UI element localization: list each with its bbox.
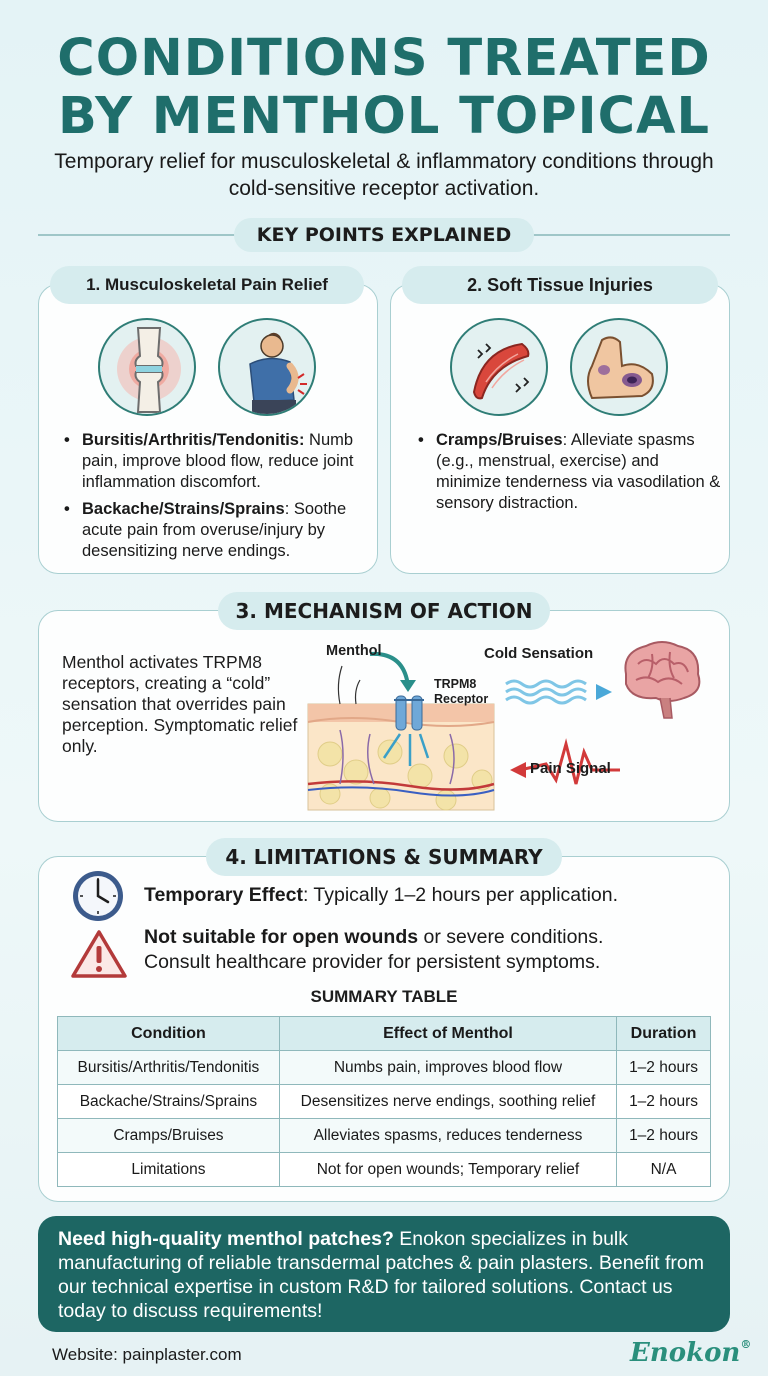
cta-lead: Need high-quality menthol patches? <box>58 1228 394 1250</box>
section-soft-tissue-title: 2. Soft Tissue Injuries <box>402 266 718 304</box>
column-header-duration: Duration <box>616 1016 711 1051</box>
mechanism-description: Menthol activates TRPM8 receptors, creat… <box>62 652 298 756</box>
registered-mark: ® <box>740 1338 752 1351</box>
table-cell: Not for open wounds; Temporary relief <box>278 1152 618 1187</box>
cta-banner: Need high-quality menthol patches? Enoko… <box>38 1216 730 1332</box>
table-cell: Bursitis/Arthritis/Tendonitis <box>57 1050 280 1085</box>
title-line-2: BY MENTHOL TOPICAL <box>57 87 710 146</box>
column-header-condition: Condition <box>57 1016 280 1051</box>
column-header-effect: Effect of Menthol <box>278 1016 618 1051</box>
page-subtitle: Temporary relief for musculoskeletal & i… <box>54 150 714 200</box>
table-header-row: Condition Effect of Menthol Duration <box>57 1016 711 1051</box>
section-soft-tissue-bullets: Cramps/Bruises: Alleviate spasms (e.g., … <box>418 430 723 520</box>
table-row: Cramps/Bruises Alleviates spasms, reduce… <box>57 1118 711 1153</box>
label-cold-sensation: Cold Sensation <box>484 645 594 662</box>
bullet-backache: Backache/Strains/Sprains: Soothe acute p… <box>64 499 374 562</box>
table-row: Bursitis/Arthritis/Tendonitis Numbs pain… <box>57 1050 711 1085</box>
bullet-term: Cramps/Bruises <box>436 431 563 449</box>
table-cell: Alleviates spasms, reduces tenderness <box>278 1118 618 1153</box>
back-pain-icon <box>218 318 316 416</box>
summary-table-title: SUMMARY TABLE <box>310 987 458 1006</box>
table-cell: Limitations <box>57 1152 280 1187</box>
limitation-temporary: Temporary Effect: Typically 1–2 hours pe… <box>144 883 714 908</box>
limitation-text: : Typically 1–2 hours per application. <box>302 884 619 906</box>
bullet-bursitis: Bursitis/Arthritis/Tendonitis: Numb pain… <box>64 430 374 493</box>
summary-table: Condition Effect of Menthol Duration Bur… <box>57 1016 711 1187</box>
label-pain-signal: Pain Signal <box>530 760 611 777</box>
section-musculoskeletal-bullets: Bursitis/Arthritis/Tendonitis: Numb pain… <box>64 430 374 568</box>
limitation-open-wounds: Not suitable for open wounds or severe c… <box>144 925 714 975</box>
table-row: Backache/Strains/Sprains Desensitizes ne… <box>57 1084 711 1119</box>
section-musculoskeletal-title: 1. Musculoskeletal Pain Relief <box>50 266 364 304</box>
muscle-cramp-icon <box>450 318 548 416</box>
bruised-arm-icon <box>570 318 668 416</box>
table-cell: Desensitizes nerve endings, soothing rel… <box>278 1084 618 1119</box>
section-mechanism-title: 3. MECHANISM OF ACTION <box>218 592 550 630</box>
warning-icon <box>71 930 127 978</box>
limitation-term: Not suitable for open wounds <box>144 926 419 948</box>
bullet-cramps: Cramps/Bruises: Alleviate spasms (e.g., … <box>418 430 723 514</box>
bullet-text: : Alleviate spasms (e.g., menstrual, exe… <box>436 431 721 512</box>
clock-icon <box>73 871 123 921</box>
label-trpm8: TRPM8 <box>434 677 477 691</box>
brand-logo: Enokon® <box>630 1338 751 1368</box>
title-line-1: CONDITIONS TREATED <box>57 29 711 88</box>
section-limitations-title: 4. LIMITATIONS & SUMMARY <box>206 838 562 876</box>
bullet-text: Numb pain, improve blood flow, reduce jo… <box>82 431 354 491</box>
table-cell: Numbs pain, improves blood flow <box>278 1050 618 1085</box>
brand-name: Enokon <box>630 1338 741 1368</box>
limitation-open-wounds-line2: Consult healthcare provider for persiste… <box>144 951 601 973</box>
table-cell: 1–2 hours <box>616 1084 711 1119</box>
label-menthol: Menthol <box>326 643 382 659</box>
table-cell: N/A <box>616 1152 711 1187</box>
label-receptor: Receptor <box>434 692 489 706</box>
bullet-text: : Soothe acute pain from overuse/injury … <box>82 500 347 560</box>
brain-icon <box>624 641 701 719</box>
mechanism-diagram <box>307 651 620 811</box>
table-cell: Backache/Strains/Sprains <box>57 1084 280 1119</box>
limitation-open-wounds-line1: Not suitable for open wounds or severe c… <box>144 925 714 950</box>
label-trpm8-receptor: TRPM8 Receptor <box>434 677 488 707</box>
section-soft-tissue-card <box>390 284 730 574</box>
limitation-term: Temporary Effect <box>144 884 303 906</box>
table-cell: Cramps/Bruises <box>57 1118 280 1153</box>
cta-text: Enokon specializes in bulk manufacturing… <box>58 1228 704 1322</box>
limitation-text: or severe conditions. <box>418 926 604 948</box>
website-link[interactable]: Website: painplaster.com <box>52 1345 242 1364</box>
bullet-term: Backache/Strains/Sprains <box>82 500 285 518</box>
table-cell: 1–2 hours <box>616 1050 711 1085</box>
knee-joint-icon <box>98 318 196 416</box>
page-title: CONDITIONS TREATED BY MENTHOL TOPICAL <box>0 30 768 146</box>
bullet-term: Bursitis/Arthritis/Tendonitis: <box>82 431 305 449</box>
table-cell: 1–2 hours <box>616 1118 711 1153</box>
table-row: Limitations Not for open wounds; Tempora… <box>57 1152 711 1187</box>
key-points-heading: KEY POINTS EXPLAINED <box>234 218 534 252</box>
